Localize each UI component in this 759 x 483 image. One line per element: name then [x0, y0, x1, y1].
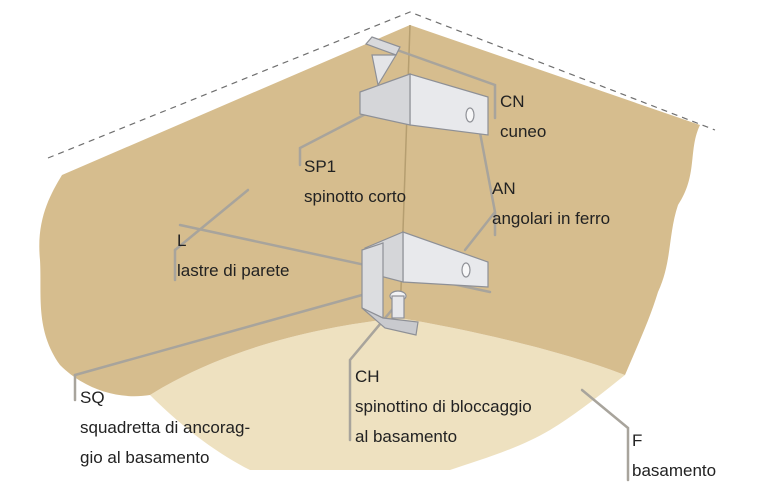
label-sq-desc-1: squadretta di ancorag-	[80, 418, 250, 437]
label-ch-desc-2: al basamento	[355, 427, 457, 446]
label-sp1-desc: spinotto corto	[304, 187, 406, 206]
floor-base	[150, 318, 625, 470]
label-cn-code: CN	[500, 92, 525, 111]
label-ch-code: CH	[355, 367, 380, 386]
label-sq-desc-2: gio al basamento	[80, 448, 209, 467]
bracket-sq	[361, 242, 419, 336]
leader-cn	[381, 43, 497, 120]
label-ch-desc-1: spinottino di bloccaggio	[355, 397, 532, 416]
label-sp1-code: SP1	[304, 157, 336, 176]
leader-l	[173, 188, 250, 252]
top-dashed-outline	[47, 11, 716, 159]
label-l-code: L	[177, 231, 186, 250]
pin-ch	[389, 290, 407, 319]
leader-sp1	[298, 103, 385, 167]
angle-iron-upper	[359, 73, 489, 136]
label-cn-desc: cuneo	[500, 122, 546, 141]
wall-panels	[39, 25, 701, 397]
label-l-desc: lastre di parete	[177, 261, 289, 280]
label-f-desc: basamento	[632, 461, 716, 480]
leader-an-2	[463, 210, 497, 252]
label-sq-code: SQ	[80, 388, 105, 407]
leader-sq	[73, 293, 364, 402]
label-f-code: F	[632, 431, 642, 450]
label-an-code: AN	[492, 179, 516, 198]
wedge-cn	[364, 36, 401, 87]
label-an-desc: angolari in ferro	[492, 209, 610, 228]
leader-f	[580, 388, 630, 482]
